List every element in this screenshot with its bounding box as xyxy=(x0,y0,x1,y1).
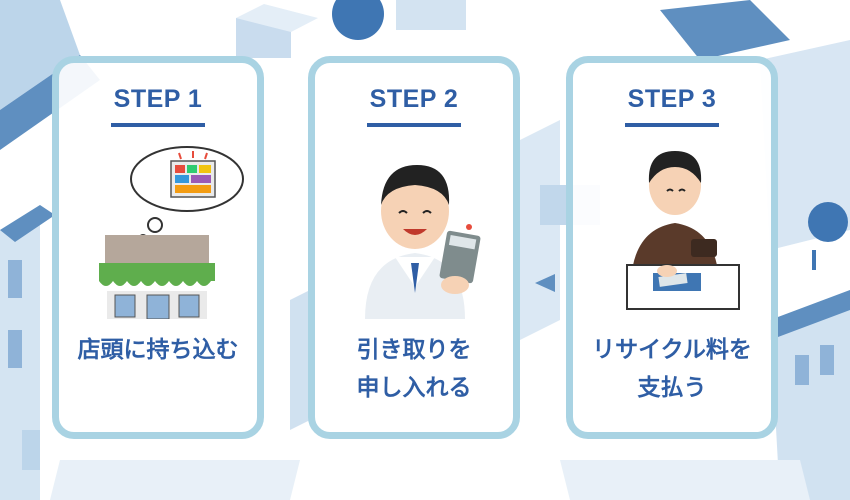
step-1-underline xyxy=(111,123,205,127)
staff-with-calculator-icon xyxy=(365,165,481,319)
step-3-title: STEP 3 xyxy=(627,85,717,113)
step-3-underline xyxy=(625,123,719,127)
step-3-description: リサイクル料を 支払う xyxy=(573,331,771,407)
step-3-line-1: リサイクル料を xyxy=(592,337,752,363)
step-1-title: STEP 1 xyxy=(113,85,203,113)
step-2-underline xyxy=(367,123,461,127)
step-3-line-2: 支払う xyxy=(637,375,707,401)
step-2-card: STEP 2 引き取りを 申し入れる xyxy=(308,56,520,439)
step-3-card: STEP 3 リサイクル料を 支払う xyxy=(566,56,778,439)
step-2-description: 引き取りを 申し入れる xyxy=(315,331,513,407)
step-1-line-1: 店頭に持ち込む xyxy=(77,337,239,363)
step-1-description: 店頭に持ち込む xyxy=(59,331,257,369)
step-2-line-2: 申し入れる xyxy=(356,375,472,401)
step-2-line-1: 引き取りを xyxy=(356,337,472,363)
step-1-card: STEP 1 店頭に持ち込む xyxy=(52,56,264,439)
person-paying-icon xyxy=(626,151,740,310)
step-2-title: STEP 2 xyxy=(369,85,459,113)
store-icon xyxy=(99,146,244,319)
